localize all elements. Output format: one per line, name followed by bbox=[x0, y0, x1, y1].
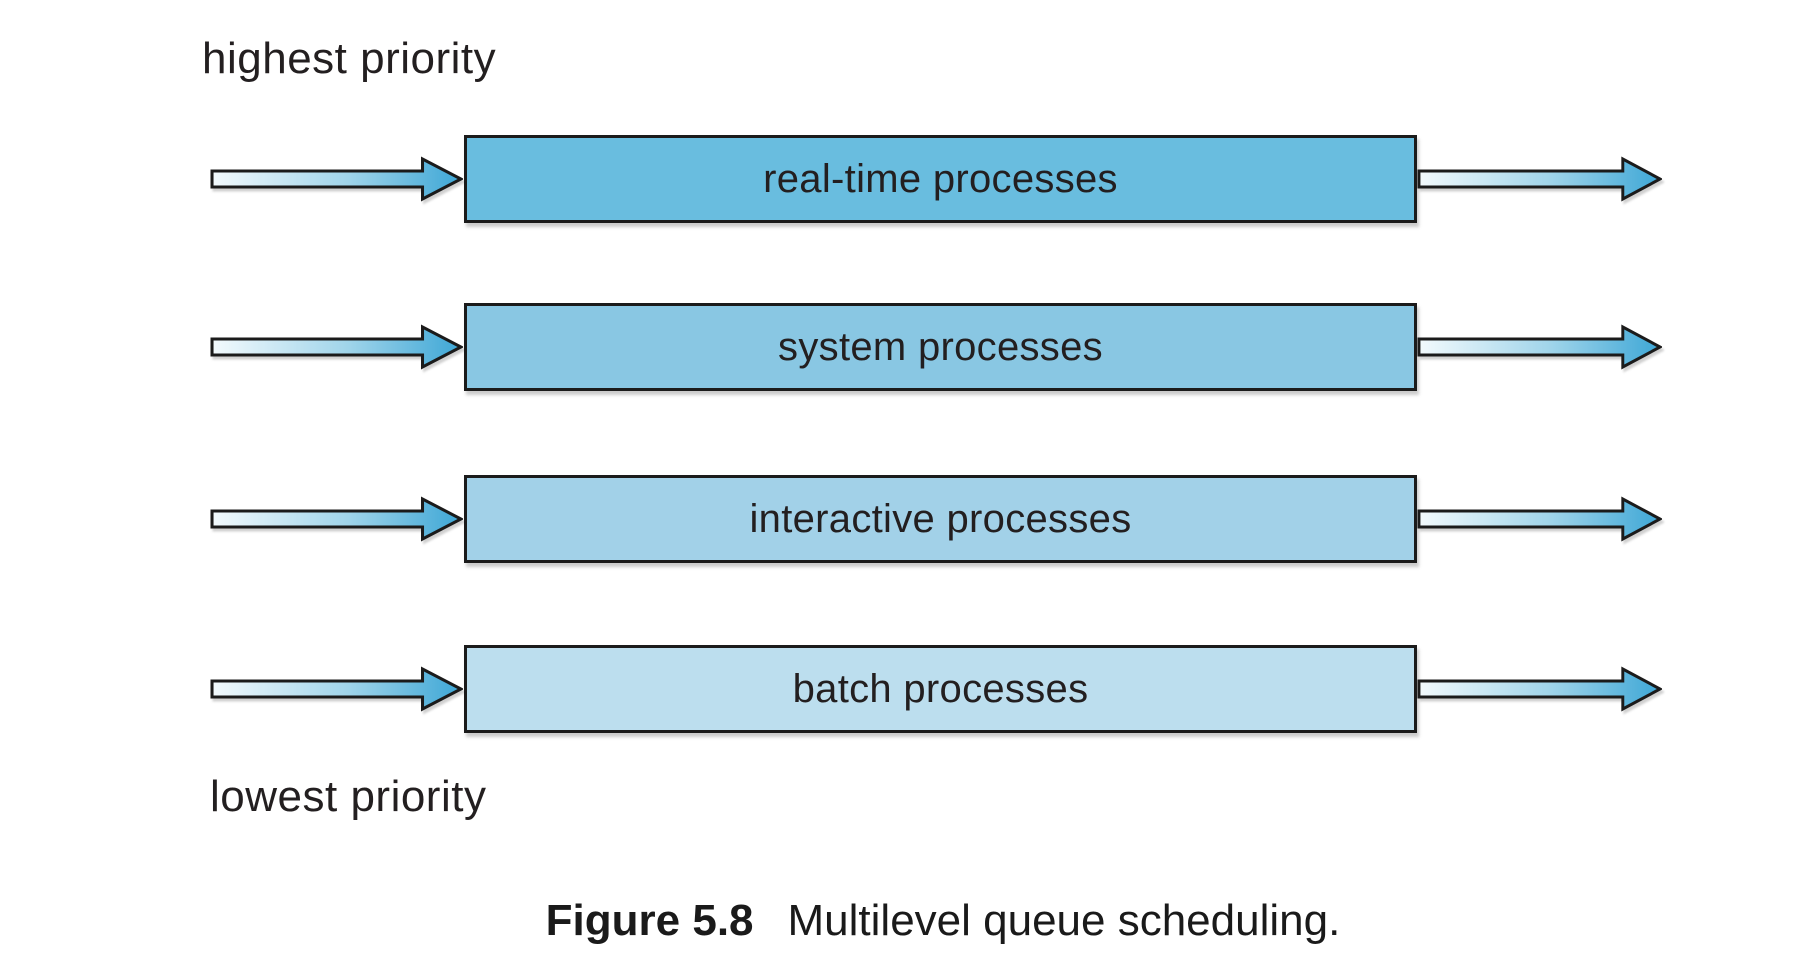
queue-label: batch processes bbox=[792, 666, 1089, 711]
flow-arrow-out-icon bbox=[1417, 666, 1662, 712]
queue-bar-system: system processes bbox=[464, 303, 1417, 391]
queue-label: interactive processes bbox=[749, 496, 1132, 541]
queue-label: system processes bbox=[778, 324, 1103, 369]
flow-arrow-out-icon bbox=[1417, 156, 1662, 202]
queue-bar-realtime: real-time processes bbox=[464, 135, 1417, 223]
flow-arrow-out-icon bbox=[1417, 324, 1662, 370]
queue-bar-batch: batch processes bbox=[464, 645, 1417, 733]
lowest-priority-label: lowest priority bbox=[210, 772, 487, 821]
queue-bar-interactive: interactive processes bbox=[464, 475, 1417, 563]
queue-label: real-time processes bbox=[763, 156, 1118, 201]
highest-priority-label: highest priority bbox=[202, 34, 497, 83]
flow-arrow-in-icon bbox=[210, 156, 463, 202]
figure-number: Figure 5.8 bbox=[545, 896, 754, 945]
flow-arrow-in-icon bbox=[210, 324, 463, 370]
flow-arrow-in-icon bbox=[210, 666, 463, 712]
flow-arrow-in-icon bbox=[210, 496, 463, 542]
figure-caption: Figure 5.8 Multilevel queue scheduling. bbox=[36, 896, 1814, 946]
figure-caption-text: Multilevel queue scheduling. bbox=[787, 896, 1341, 945]
flow-arrow-out-icon bbox=[1417, 496, 1662, 542]
